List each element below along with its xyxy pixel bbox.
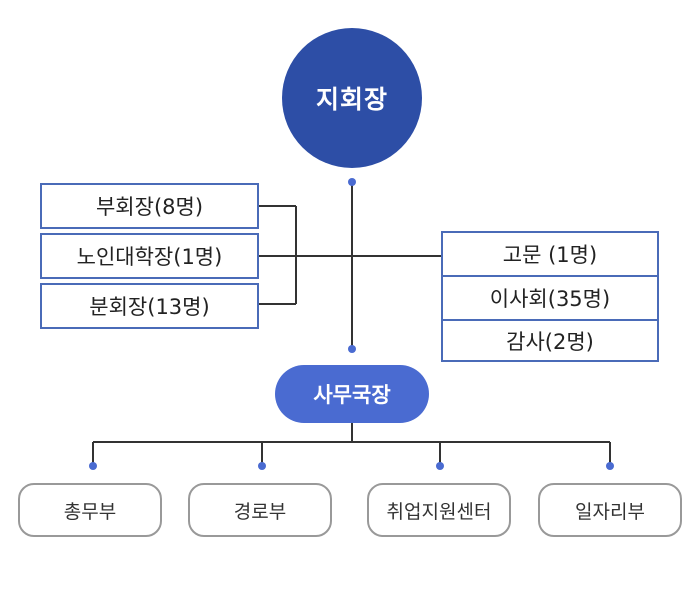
left-box-label: 노인대학장(1명) <box>76 245 223 269</box>
connector-dot <box>436 462 444 470</box>
chairman-label: 지회장 <box>315 85 388 114</box>
left-box-label: 부회장(8명) <box>95 195 204 219</box>
left-box-label: 분회장(13명) <box>89 295 210 319</box>
dept-label: 일자리부 <box>575 500 645 523</box>
dept-elderly-respect: 경로부 <box>188 483 332 537</box>
left-box-branch-heads: 분회장(13명) <box>40 283 259 329</box>
chairman-node: 지회장 <box>282 28 422 168</box>
dept-jobs: 일자리부 <box>538 483 682 537</box>
dept-employment-center: 취업지원센터 <box>367 483 511 537</box>
connector-dot <box>258 462 266 470</box>
dept-label: 취업지원센터 <box>386 500 492 523</box>
dept-label: 총무부 <box>63 500 117 523</box>
secretary-general-node: 사무국장 <box>275 365 429 423</box>
right-box-label: 감사(2명) <box>506 329 594 354</box>
right-box-label: 고문 (1명) <box>502 243 598 267</box>
dept-general-affairs: 총무부 <box>18 483 162 537</box>
dept-label: 경로부 <box>233 500 287 523</box>
connector-dot <box>348 345 356 353</box>
left-box-vice-chairman: 부회장(8명) <box>40 183 259 229</box>
connector-dot <box>606 462 614 470</box>
secretary-general-label: 사무국장 <box>313 383 391 407</box>
right-box-board: 이사회(35명) <box>441 275 659 321</box>
right-box-label: 이사회(35명) <box>489 287 611 311</box>
connector-dot <box>348 178 356 186</box>
right-box-advisor: 고문 (1명) <box>441 231 659 277</box>
connector-dot <box>89 462 97 470</box>
left-box-senior-college: 노인대학장(1명) <box>40 233 259 279</box>
right-box-auditor: 감사(2명) <box>441 319 659 362</box>
